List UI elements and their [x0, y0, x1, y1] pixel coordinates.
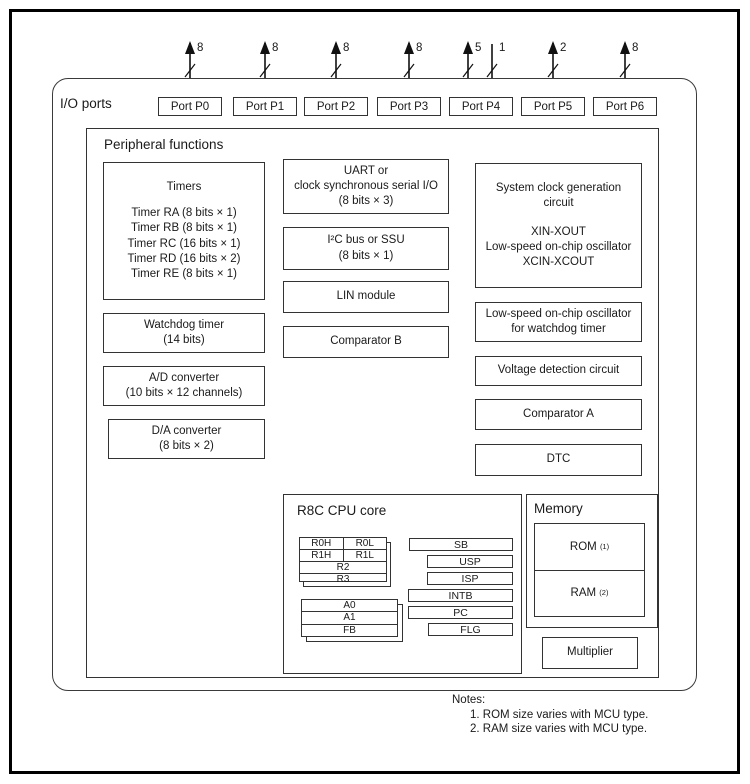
- dtc-box: DTC: [475, 444, 642, 476]
- register-r3: R3: [336, 574, 350, 585]
- register-bank-r0-r3: R0H R0L R1H R1L R2 R3: [299, 537, 387, 585]
- watchdog-timer-box: Watchdog timer (14 bits): [103, 313, 265, 353]
- timer-re-line: Timer RE (8 bits × 1): [131, 267, 237, 280]
- peripheral-functions-box: [86, 128, 659, 678]
- register-intb: INTB: [408, 589, 513, 602]
- note-ram: 2. RAM size varies with MCU type.: [470, 723, 648, 736]
- port-p3-box: Port P3: [377, 97, 441, 116]
- system-clock-box: System clock generation circuit XIN-XOUT…: [475, 163, 642, 288]
- da-converter-box: D/A converter (8 bits × 2): [108, 419, 265, 459]
- timer-ra-line: Timer RA (8 bits × 1): [131, 207, 237, 220]
- register-a1: A1: [302, 612, 397, 625]
- port-p1-box: Port P1: [233, 97, 297, 116]
- port-p6-box: Port P6: [593, 97, 657, 116]
- register-bank-a0-fb: A0 A1 FB: [301, 599, 398, 637]
- register-pc: PC: [408, 606, 513, 619]
- cpu-core-box: [283, 494, 522, 674]
- timer-rc-line: Timer RC (16 bits × 1): [127, 237, 241, 250]
- port-p5-box: Port P5: [521, 97, 585, 116]
- bus-width-p2: 8: [343, 42, 350, 54]
- ls-oscillator-wdt-box: Low-speed on-chip oscillator for watchdo…: [475, 302, 642, 342]
- timers-title: Timers: [166, 180, 202, 193]
- voltage-detection-box: Voltage detection circuit: [475, 356, 642, 386]
- lin-module-box: LIN module: [283, 281, 449, 313]
- bus-width-p4b: 1: [499, 42, 506, 54]
- register-r0h: R0H: [300, 538, 344, 549]
- bus-width-p0: 8: [197, 42, 204, 54]
- timer-rd-line: Timer RD (16 bits × 2): [127, 252, 241, 265]
- port-p2-box: Port P2: [304, 97, 368, 116]
- comparator-b-box: Comparator B: [283, 326, 449, 358]
- peripheral-functions-label: Peripheral functions: [104, 137, 224, 152]
- bus-width-p5: 2: [560, 42, 567, 54]
- register-r1h: R1H: [300, 550, 344, 561]
- ram-cell: RAM (2): [570, 587, 609, 600]
- notes-block: Notes: 1. ROM size varies with MCU type.…: [452, 694, 648, 737]
- register-isp: ISP: [427, 572, 513, 585]
- register-r0l: R0L: [355, 538, 374, 549]
- memory-box: [526, 494, 658, 628]
- timer-rb-line: Timer RB (8 bits × 1): [131, 222, 237, 235]
- bus-width-p1: 8: [272, 42, 279, 54]
- register-sb: SB: [409, 538, 513, 551]
- bus-width-p4a: 5: [475, 42, 482, 54]
- rom-ram-box: ROM (1) RAM (2): [534, 523, 645, 617]
- i2c-ssu-box: I²C bus or SSU (8 bits × 1): [283, 227, 449, 270]
- register-flg: FLG: [428, 623, 513, 636]
- memory-label: Memory: [534, 501, 583, 516]
- bus-width-p6: 8: [632, 42, 639, 54]
- bus-width-p3: 8: [416, 42, 423, 54]
- uart-serial-box: UART or clock synchronous serial I/O (8 …: [283, 159, 449, 214]
- port-p4-box: Port P4: [449, 97, 513, 116]
- register-usp: USP: [427, 555, 513, 568]
- register-row-r1: R1H R1L: [300, 550, 386, 562]
- register-a0: A0: [302, 600, 397, 613]
- note-rom: 1. ROM size varies with MCU type.: [470, 708, 649, 721]
- timers-box: Timers Timer RA (8 bits × 1) Timer RB (8…: [103, 162, 265, 300]
- register-fb: FB: [343, 624, 356, 636]
- register-row-r0: R0H R0L: [300, 538, 386, 550]
- register-r1l: R1L: [355, 550, 374, 561]
- cpu-core-label: R8C CPU core: [297, 503, 387, 518]
- figure-border: [9, 9, 740, 774]
- io-ports-label: I/O ports: [60, 96, 112, 111]
- rom-cell: ROM (1): [535, 524, 644, 571]
- register-r2: R2: [300, 562, 386, 574]
- port-p0-box: Port P0: [158, 97, 222, 116]
- multiplier-box: Multiplier: [542, 637, 638, 669]
- comparator-a-box: Comparator A: [475, 399, 642, 430]
- ad-converter-box: A/D converter (10 bits × 12 channels): [103, 366, 265, 406]
- notes-title: Notes:: [452, 694, 486, 706]
